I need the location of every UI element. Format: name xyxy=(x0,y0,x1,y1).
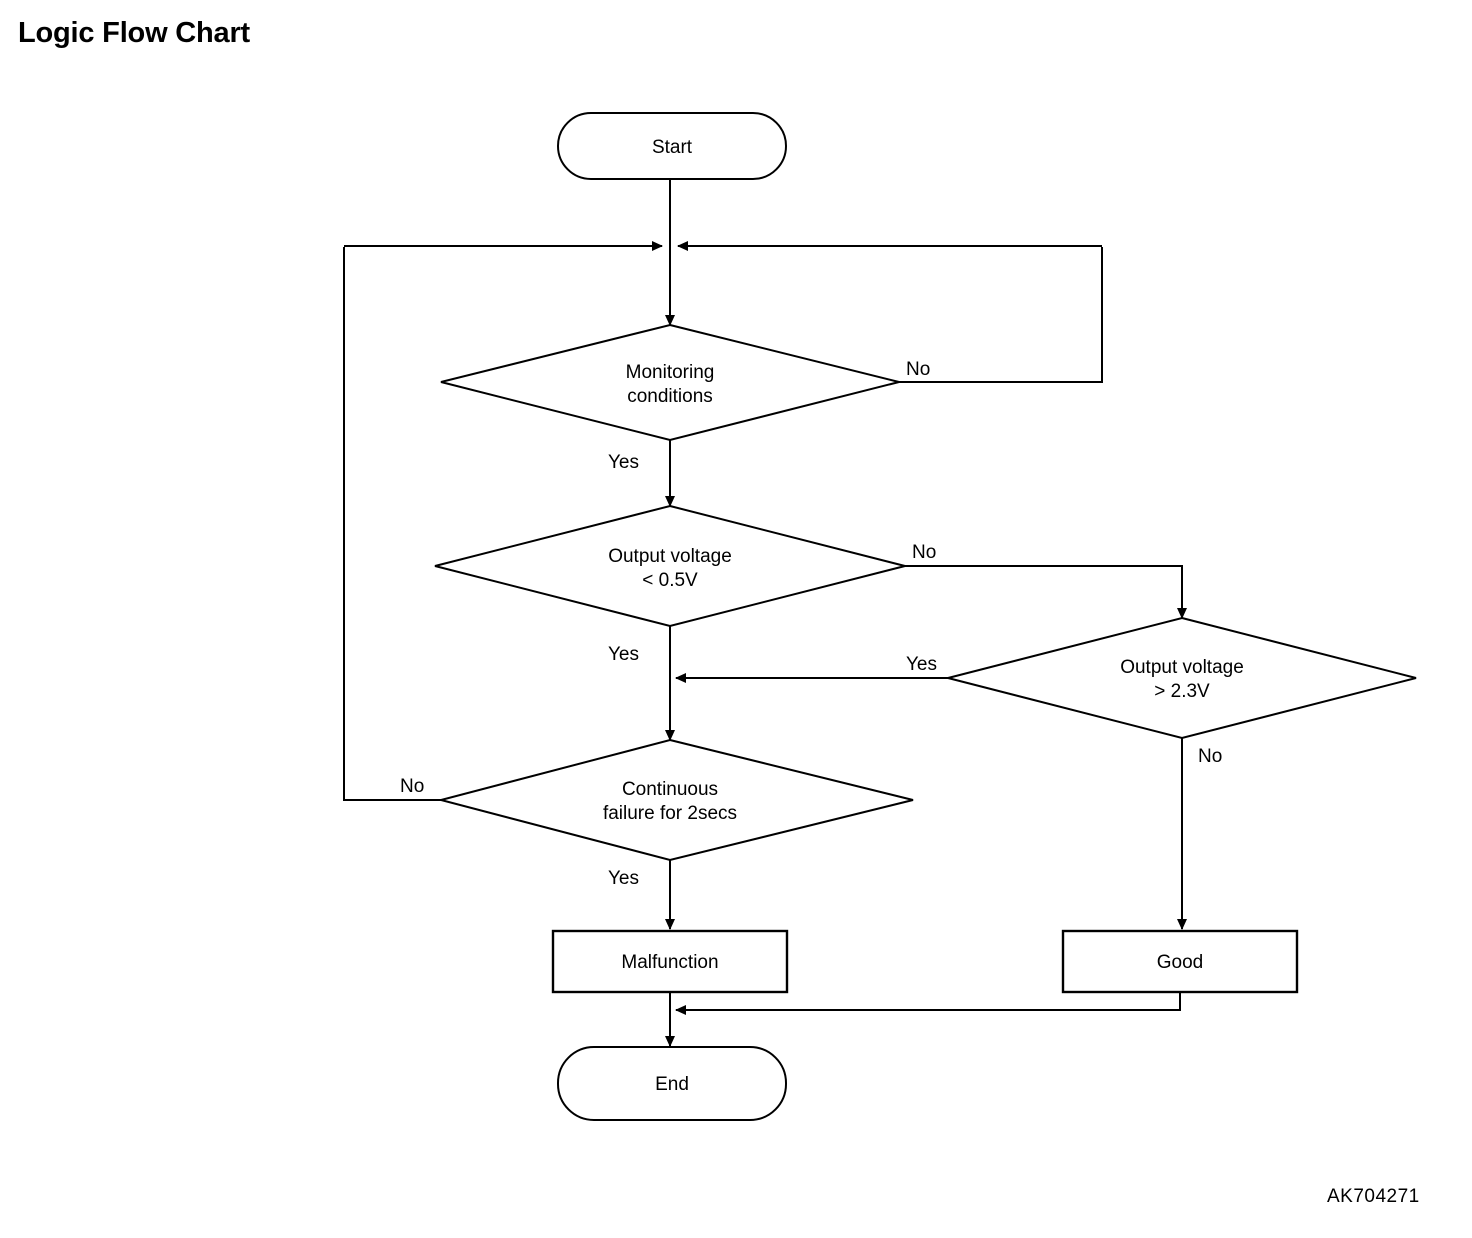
continuous-failure-shape xyxy=(437,738,914,862)
edge-voltlow-no xyxy=(905,565,1187,619)
start-shape xyxy=(557,112,787,180)
node-continuous-failure[interactable]: Continuous failure for 2secs xyxy=(437,738,914,862)
monitoring-conditions-shape xyxy=(440,323,900,442)
edge-label-monitoring-yes: Yes xyxy=(608,452,639,473)
end-label: End xyxy=(655,1074,689,1095)
edge-continuous-no xyxy=(343,247,443,801)
edge-label-monitoring-no: No xyxy=(906,359,930,380)
node-malfunction[interactable]: Malfunction xyxy=(551,929,789,994)
monitoring-conditions-label-line1: Monitoring xyxy=(626,362,715,383)
edge-label-volthigh-no: No xyxy=(1198,746,1222,767)
continuous-failure-label-line2: failure for 2secs xyxy=(603,803,737,824)
good-label: Good xyxy=(1157,952,1203,973)
monitoring-conditions-label-line2: conditions xyxy=(627,386,713,407)
node-monitoring-conditions[interactable]: Monitoring conditions xyxy=(440,323,900,442)
node-output-voltage-low[interactable]: Output voltage < 0.5V xyxy=(434,504,906,628)
edge-monitoring-no xyxy=(899,247,1103,383)
edge-good-to-end xyxy=(675,992,1181,1015)
node-good[interactable]: Good xyxy=(1061,929,1299,994)
node-start[interactable]: Start xyxy=(557,112,787,180)
end-shape xyxy=(557,1046,787,1121)
good-shape xyxy=(1061,929,1299,994)
page-title: Logic Flow Chart xyxy=(18,17,251,49)
edge-label-continuous-yes: Yes xyxy=(608,868,639,889)
output-voltage-low-shape xyxy=(434,504,906,628)
edge-label-volthigh-yes: Yes xyxy=(906,654,937,675)
edge-label-continuous-no: No xyxy=(400,776,424,797)
malfunction-shape xyxy=(551,929,789,994)
continuous-failure-label-line1: Continuous xyxy=(622,779,718,800)
edge-label-voltlow-yes: Yes xyxy=(608,644,639,665)
edge-label-voltlow-no: No xyxy=(912,542,936,563)
output-voltage-low-label-line2: < 0.5V xyxy=(642,570,698,591)
output-voltage-low-label-line1: Output voltage xyxy=(608,546,732,567)
node-output-voltage-high[interactable]: Output voltage > 2.3V xyxy=(947,616,1417,740)
malfunction-label: Malfunction xyxy=(621,952,718,973)
node-end[interactable]: End xyxy=(557,1046,787,1121)
start-label: Start xyxy=(652,137,693,158)
document-code: AK704271 xyxy=(1327,1186,1420,1207)
output-voltage-high-label-line2: > 2.3V xyxy=(1154,681,1210,702)
output-voltage-high-shape xyxy=(947,616,1417,740)
output-voltage-high-label-line1: Output voltage xyxy=(1120,657,1244,678)
